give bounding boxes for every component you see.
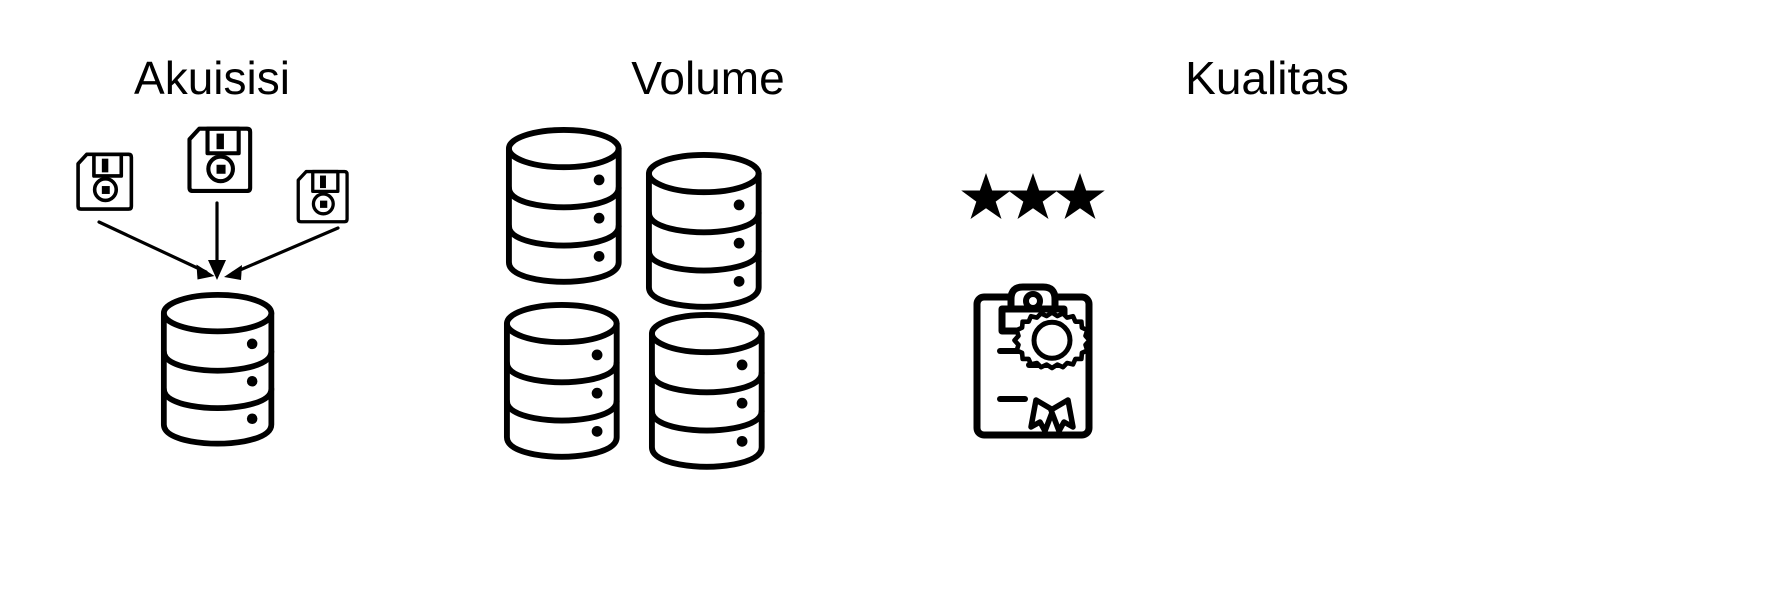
award-ribbon-tail-right bbox=[1048, 397, 1076, 434]
arrow-group bbox=[97, 201, 340, 280]
column-title-volume: Volume bbox=[631, 52, 785, 104]
clipboard-clip-hole bbox=[1023, 291, 1043, 311]
column-akuisisi: Akuisisi bbox=[0, 0, 470, 592]
column-title-akuisisi: Akuisisi bbox=[134, 52, 290, 104]
award-rosette-ring bbox=[1031, 319, 1073, 361]
arrow-icon-left bbox=[97, 220, 215, 280]
column-kualitas: Kualitas bbox=[940, 0, 1410, 592]
column-title-kualitas: Kualitas bbox=[1185, 52, 1349, 104]
arrow-icon-right bbox=[224, 226, 340, 280]
arrow-icon-center bbox=[208, 201, 226, 280]
clipboard-certificate-icon[interactable] bbox=[973, 283, 1093, 439]
column-volume: Volume bbox=[470, 0, 940, 592]
